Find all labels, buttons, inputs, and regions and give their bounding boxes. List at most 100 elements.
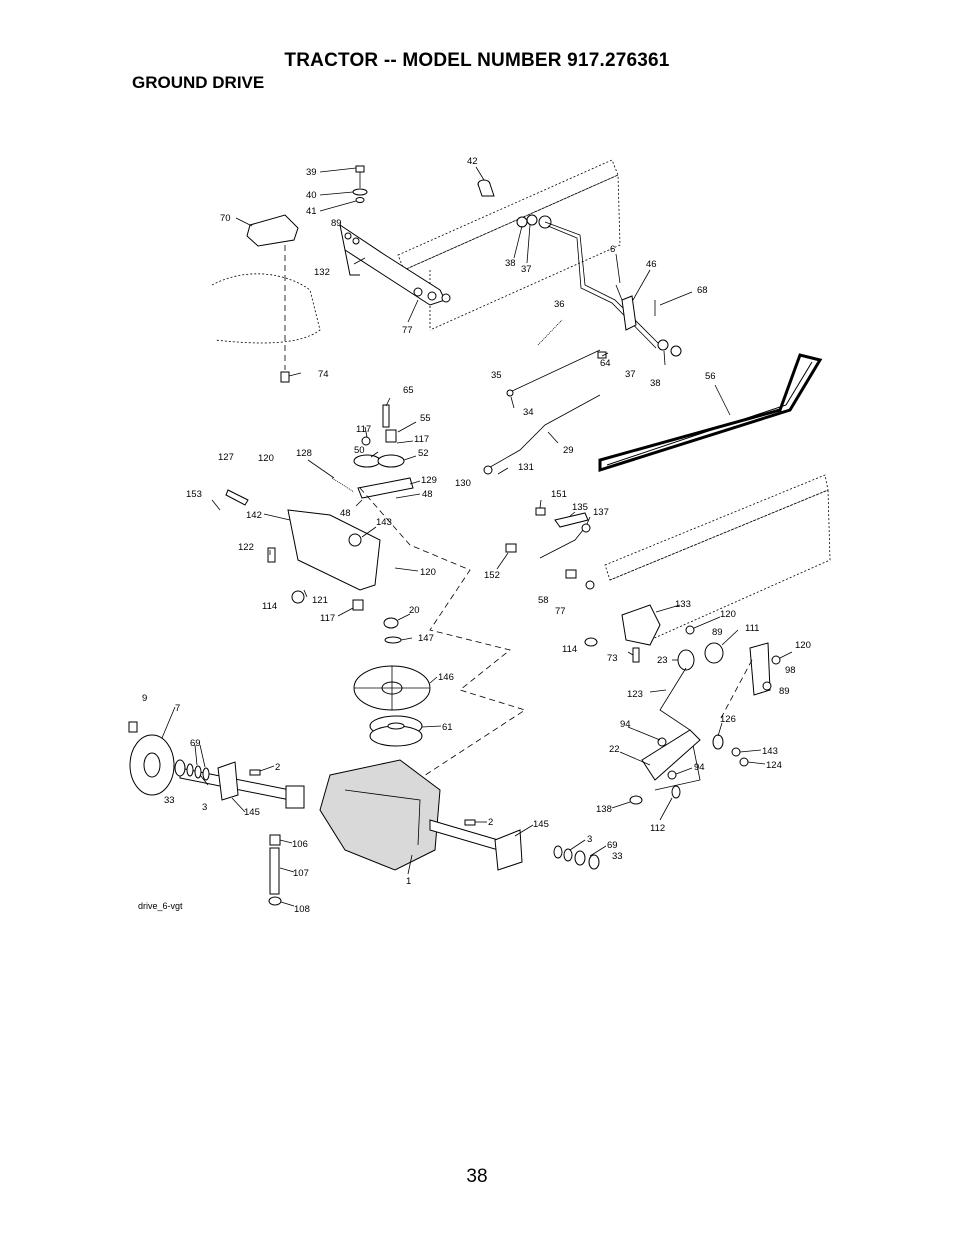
callout-56: 56: [705, 371, 716, 382]
callout-68: 68: [697, 285, 708, 296]
callout-2: 2: [275, 762, 280, 773]
callout-33: 33: [164, 795, 175, 806]
page-number: 38: [466, 1166, 488, 1187]
nut-117b: [352, 599, 364, 611]
callout-89c: 89: [779, 686, 790, 697]
nut-20: [383, 617, 399, 629]
callout-37: 37: [521, 264, 532, 275]
engine-outline: [211, 273, 321, 344]
bushing-111: [704, 642, 724, 664]
idler-arm-129: [357, 477, 414, 499]
callout-22: 22: [609, 744, 620, 755]
spring-36: [537, 319, 563, 346]
callout-89: 89: [331, 218, 342, 229]
callout-129: 129: [421, 475, 437, 486]
bolt-73: [632, 647, 640, 663]
callout-143: 143: [376, 517, 392, 528]
callout-2b: 2: [488, 817, 493, 828]
callout-58: 58: [538, 595, 549, 606]
nut-114: [291, 590, 305, 604]
page-title: TRACTOR -- MODEL NUMBER 917.276361: [284, 50, 670, 71]
rod-35: [509, 349, 601, 393]
nut-41: [355, 197, 365, 203]
axle-rod-107: [269, 847, 280, 895]
callout-123: 123: [627, 689, 643, 700]
callout-77b: 77: [555, 606, 566, 617]
callout-48b: 48: [340, 508, 351, 519]
bracket-145: [217, 761, 239, 801]
nut-89: [762, 681, 772, 691]
nut-124: [739, 757, 749, 767]
hub-7: [129, 734, 175, 796]
callout-106: 106: [292, 839, 308, 850]
callout-61: 61: [442, 722, 453, 733]
callout-55: 55: [420, 413, 431, 424]
nut-117: [361, 436, 371, 446]
bolt-151: [535, 507, 546, 516]
bracket-142: [287, 509, 381, 591]
callout-40: 40: [306, 190, 317, 201]
cap-33: [174, 759, 186, 777]
transaxle-1: [179, 759, 506, 871]
drive-pulley-61: [369, 715, 423, 747]
section-title: GROUND DRIVE: [132, 73, 265, 92]
nut-94: [657, 737, 667, 747]
callout-34: 34: [523, 407, 534, 418]
knob-23: [677, 649, 695, 671]
key-2: [249, 769, 261, 776]
nut-106: [269, 834, 281, 846]
callout-7: 7: [175, 703, 180, 714]
callout-128: 128: [296, 448, 312, 459]
callout-124: 124: [766, 760, 782, 771]
callout-135: 135: [572, 502, 588, 513]
bracket-133: [621, 604, 661, 646]
callout-130: 130: [455, 478, 471, 489]
idler-pulley-50: [353, 454, 381, 468]
callout-38b: 38: [650, 378, 661, 389]
frame-rail-lower: [604, 474, 831, 641]
callout-33b: 33: [612, 851, 623, 862]
callout-39: 39: [306, 167, 317, 178]
washer-40: [352, 188, 368, 196]
bushing-143: [348, 533, 362, 547]
bushing-77: [585, 580, 595, 590]
leader-lines: [161, 166, 793, 907]
callout-111: 111: [745, 623, 759, 634]
callout-114: 114: [262, 601, 277, 612]
bushing-126: [712, 734, 724, 750]
callout-132: 132: [314, 267, 330, 278]
drawing-code: drive_6-vgt: [138, 901, 183, 911]
key-2b: [464, 819, 476, 826]
callout-74: 74: [318, 369, 329, 380]
nut-94b: [667, 770, 677, 780]
pin-6: [615, 284, 623, 301]
washer-138: [629, 795, 643, 805]
bolt-122: [267, 547, 276, 563]
rod-29: [484, 394, 601, 471]
bracket-64: [597, 351, 607, 359]
callout-98: 98: [785, 665, 796, 676]
callout-23: 23: [657, 655, 668, 666]
callout-94: 94: [620, 719, 631, 730]
callout-77: 77: [402, 325, 413, 336]
bolt-120b: [771, 655, 781, 665]
callout-117: 117: [356, 424, 371, 435]
callout-64: 64: [600, 358, 611, 369]
pin-153: [211, 499, 221, 511]
link-127: [225, 489, 249, 506]
callout-108: 108: [294, 904, 310, 915]
bolt-58: [565, 569, 577, 579]
bearing-38: [670, 345, 682, 357]
callout-94b: 94: [694, 762, 705, 773]
bracket-46: [621, 295, 637, 331]
callout-3: 3: [202, 802, 207, 813]
callout-35: 35: [491, 370, 502, 381]
spacer-42: [477, 179, 495, 197]
callout-147: 147: [418, 633, 434, 644]
callout-117b: 117: [414, 434, 429, 445]
bracket-70: [246, 214, 299, 247]
callout-120: 120: [258, 453, 274, 464]
callout-41: 41: [306, 206, 317, 217]
callout-69b: 69: [607, 840, 618, 851]
